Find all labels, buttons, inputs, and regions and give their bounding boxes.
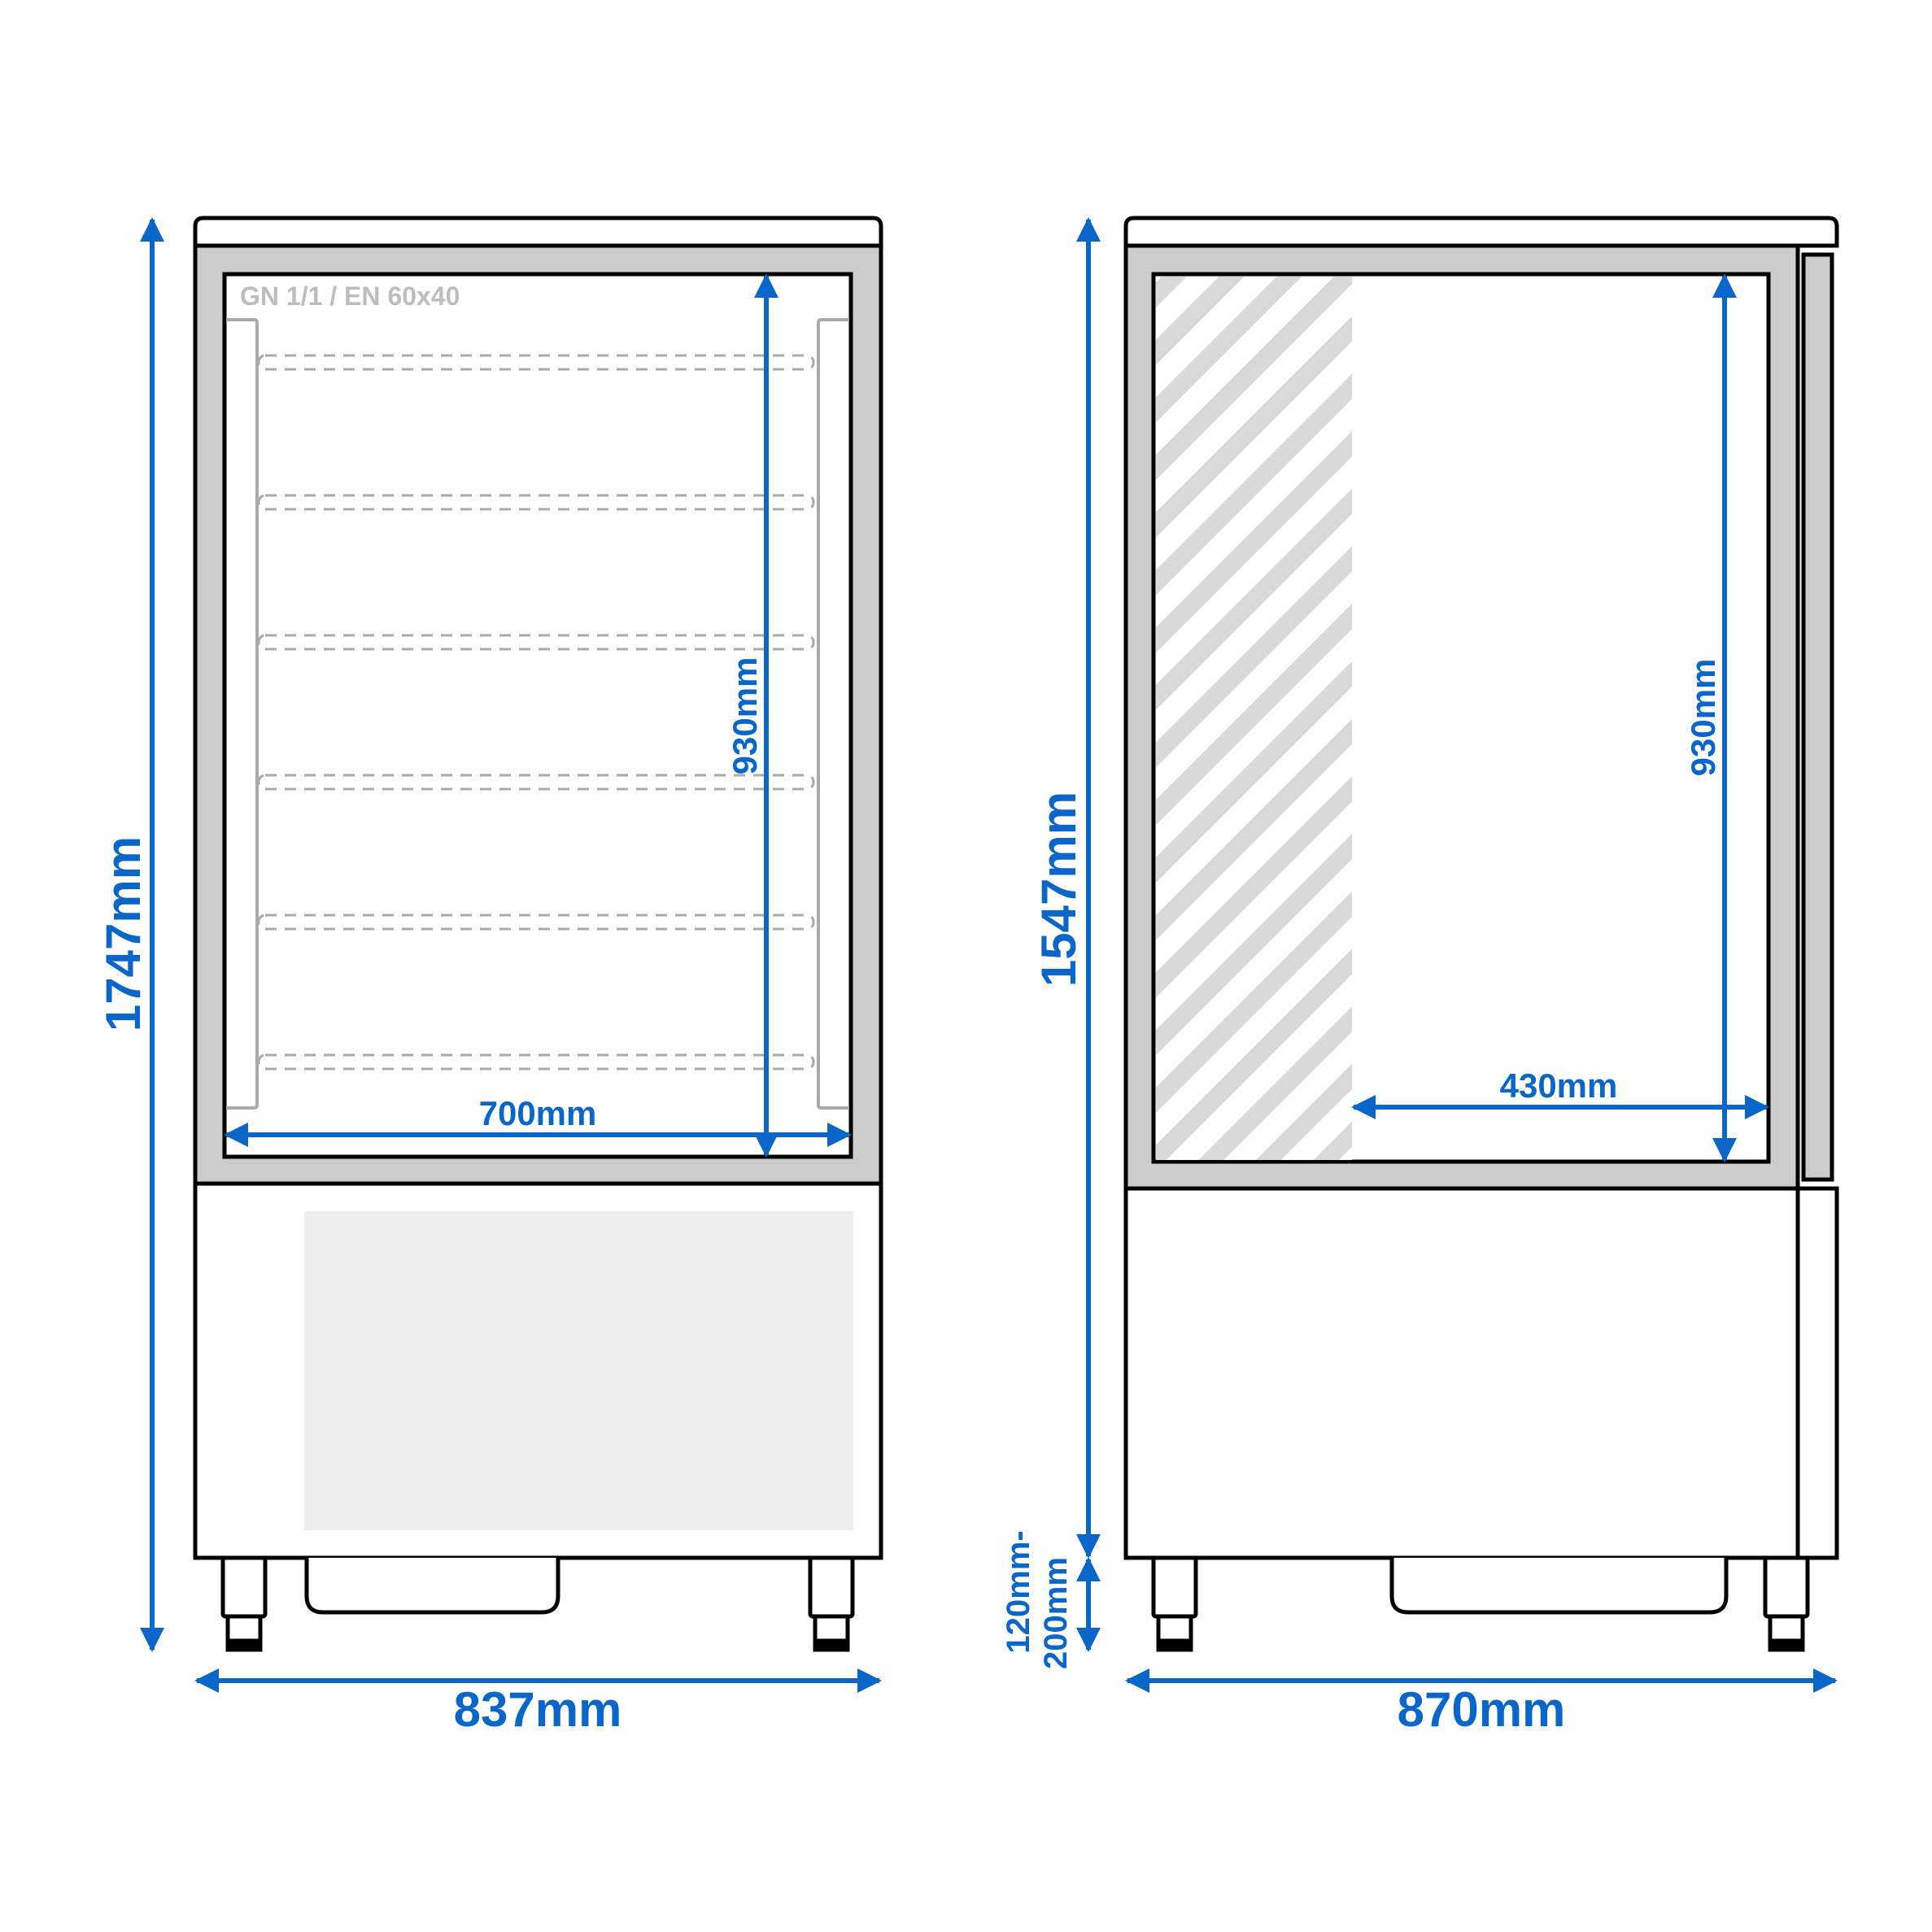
height-1547-label: 1547mm	[1031, 792, 1086, 987]
height-930-label-side: 930mm	[1684, 659, 1722, 777]
side-drip-tray	[1389, 1558, 1729, 1615]
leg-foot-pad	[225, 1638, 263, 1652]
leg-foot-pad	[1156, 1638, 1193, 1652]
left-shelf-rail	[226, 318, 259, 1110]
right-shelf-rail	[817, 318, 849, 1110]
width-700-label: 700mm	[479, 1094, 597, 1132]
leg-upper	[1763, 1555, 1810, 1619]
leg-foot	[1156, 1614, 1193, 1643]
front-view: GN 1/1 / EN 60x40 1747mm 837mm 700mm 930…	[96, 216, 883, 1737]
leg-foot-pad	[1768, 1638, 1805, 1652]
leg-foot	[813, 1614, 850, 1643]
front-legs	[220, 1555, 855, 1652]
shelf	[257, 914, 815, 931]
depth-430-label: 430mm	[1500, 1066, 1618, 1105]
front-drip-tray	[304, 1558, 560, 1615]
shelf	[257, 1053, 815, 1071]
gastronorm-label: GN 1/1 / EN 60x40	[240, 281, 460, 311]
side-lower-body	[1123, 1186, 1800, 1560]
side-top-cap	[1123, 216, 1839, 248]
front-glass-window	[222, 272, 853, 1159]
side-dimensions	[1076, 217, 1838, 1693]
leg-height-label-line1: 120mm-	[1001, 1530, 1036, 1653]
hatched-unusable-area	[1156, 277, 1352, 1160]
shelf	[257, 354, 815, 371]
shelf	[257, 774, 815, 791]
leg-height-label-line2: 200mm	[1038, 1557, 1074, 1669]
side-door-profile	[1801, 252, 1834, 1182]
leg-upper	[1151, 1555, 1198, 1619]
side-view: 1547mm 870mm 430mm 930mm 120mm- 200mm	[1001, 216, 1839, 1737]
leg-foot	[1768, 1614, 1805, 1643]
front-vent-panel	[304, 1211, 853, 1530]
side-lower-rear-strip	[1795, 1186, 1839, 1560]
front-top-cap	[193, 216, 883, 248]
height-1747-label: 1747mm	[96, 836, 150, 1031]
shelf	[257, 494, 815, 511]
shelves	[257, 354, 815, 1071]
leg-upper	[808, 1555, 855, 1619]
shelf	[257, 634, 815, 651]
front-dimensions	[140, 217, 882, 1693]
width-837-label: 837mm	[454, 1682, 622, 1737]
leg-foot-pad	[813, 1638, 850, 1652]
height-930-label-front: 930mm	[726, 657, 764, 775]
leg-foot	[225, 1614, 263, 1643]
leg-upper	[220, 1555, 268, 1619]
side-legs	[1151, 1555, 1810, 1652]
width-870-label: 870mm	[1398, 1682, 1566, 1737]
